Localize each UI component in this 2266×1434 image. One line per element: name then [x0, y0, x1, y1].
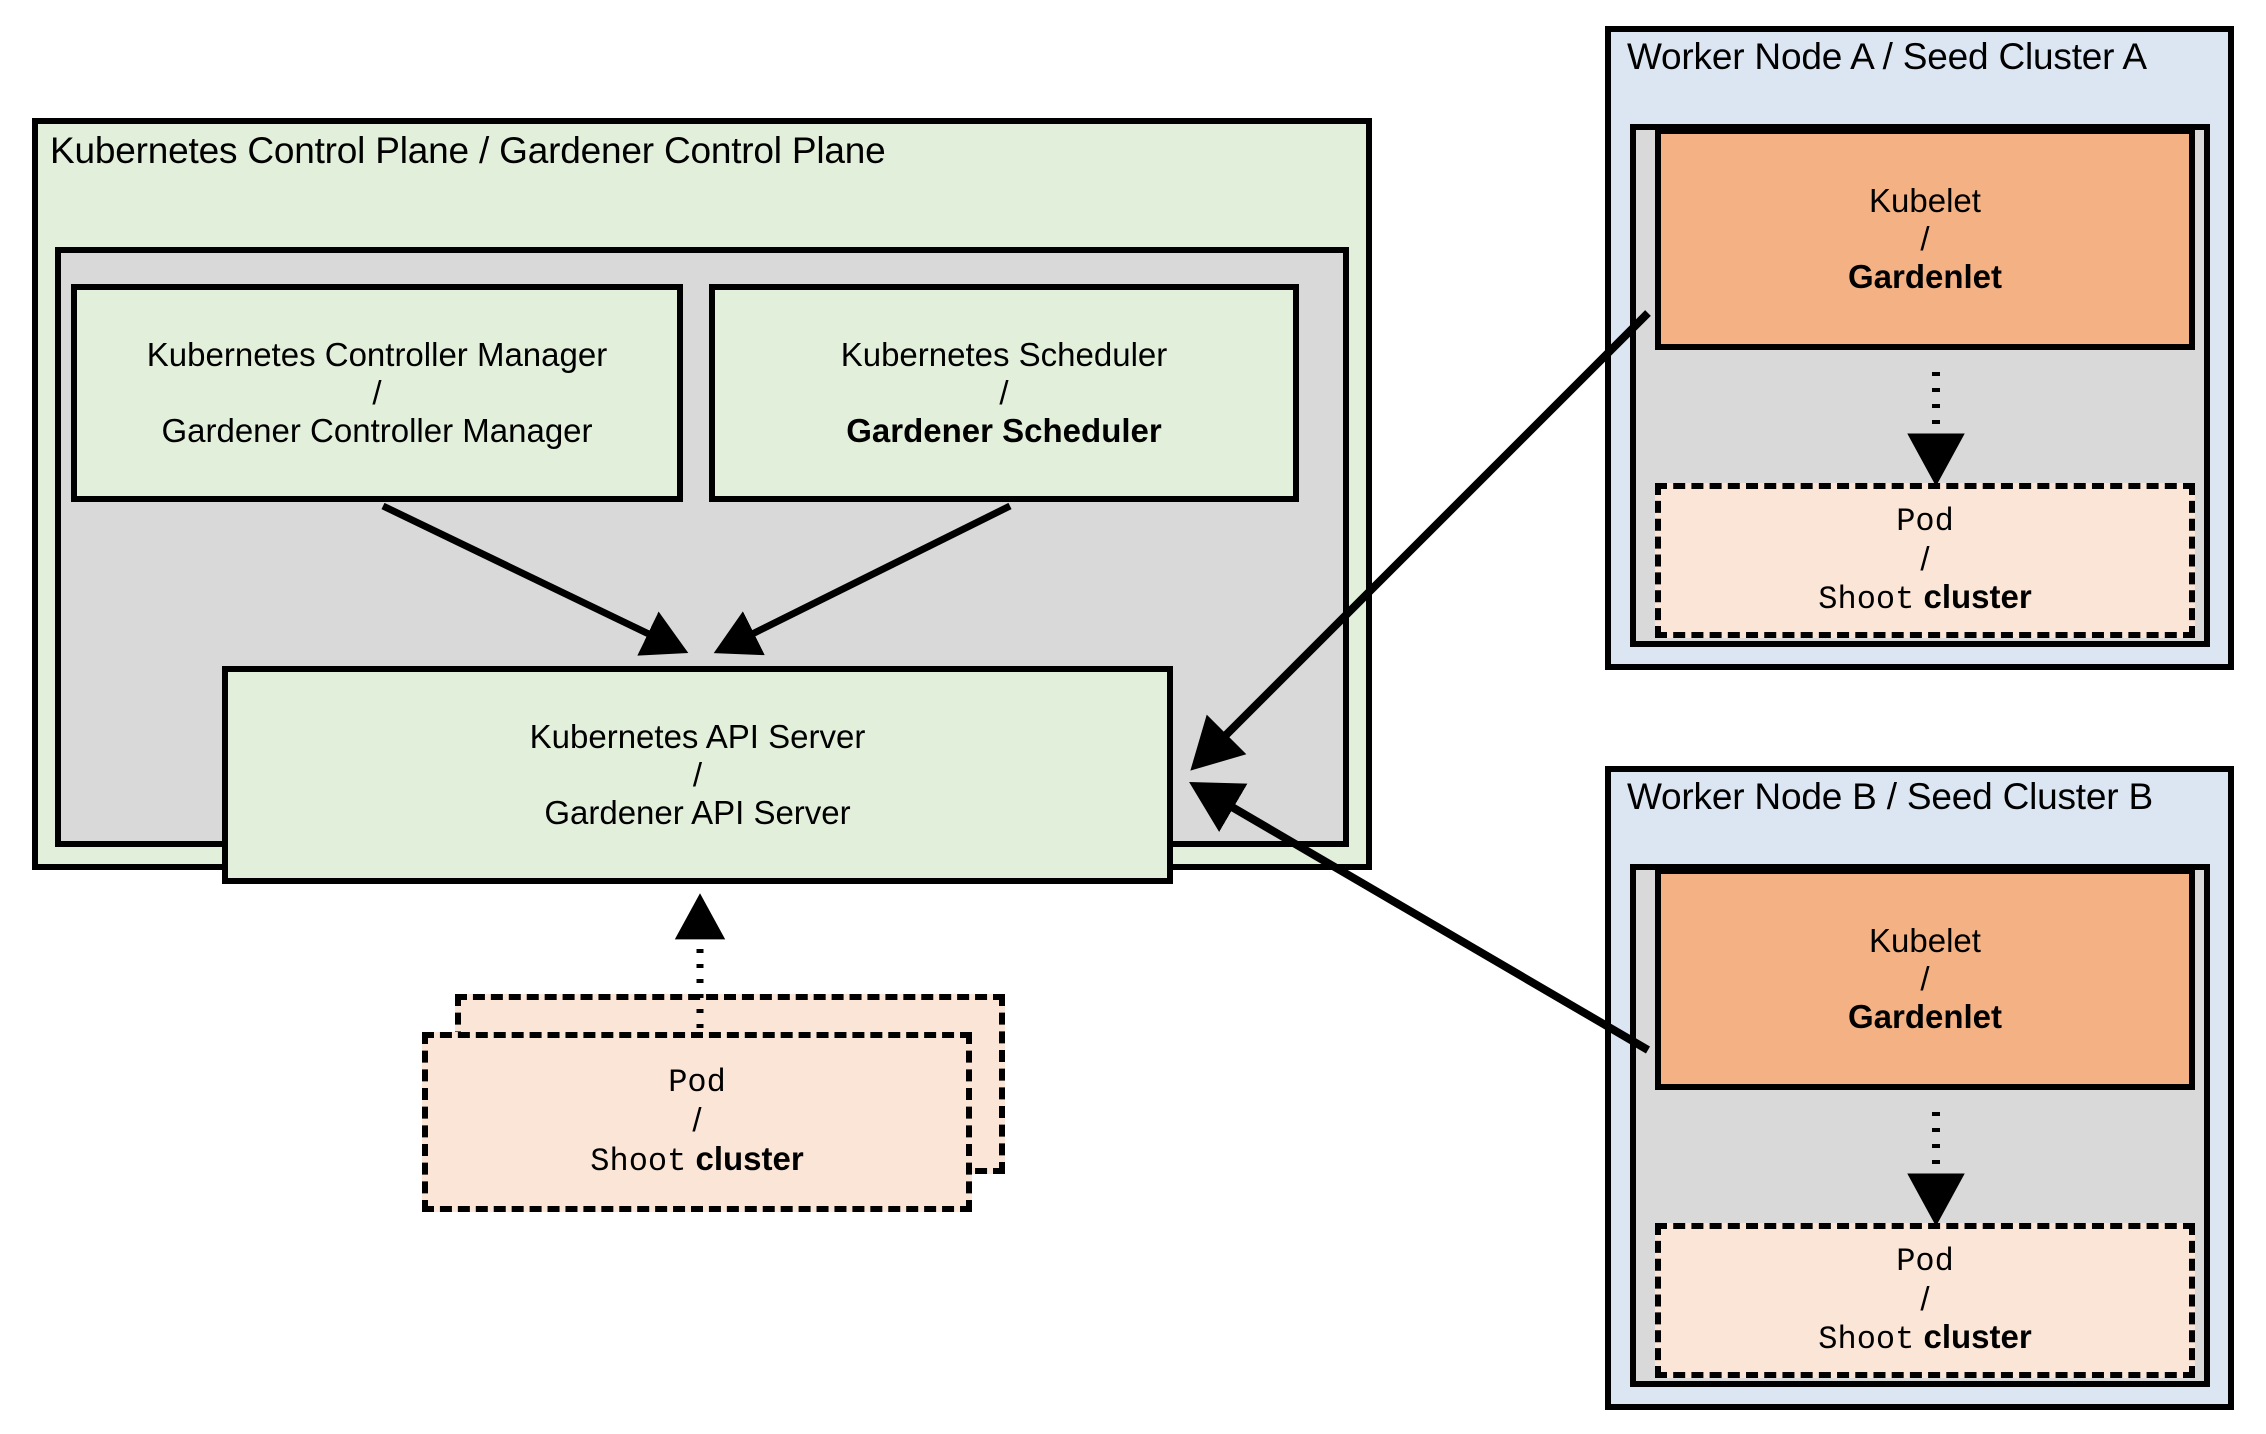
control-plane-title: Kubernetes Control Plane / Gardener Cont…	[50, 130, 886, 171]
seed-a-kubelet-line2: Gardenlet	[1847, 258, 2003, 296]
seed-a-pod-line1: Pod	[1896, 502, 1954, 540]
control-plane-pod-separator: /	[692, 1101, 702, 1139]
seed-a-kubelet-box[interactable]: Kubelet / Gardenlet	[1655, 128, 2195, 350]
control-plane-pod-line2-mono: Shoot	[590, 1142, 687, 1180]
scheduler-separator: /	[999, 373, 1009, 411]
controller-manager-separator: /	[372, 373, 382, 411]
seed-cluster-b-title: Worker Node B / Seed Cluster B	[1627, 776, 2153, 817]
seed-b-pod-line2-mono: Shoot	[1818, 1321, 1915, 1359]
seed-b-pod-line2: Shoot cluster	[1818, 1318, 2031, 1358]
seed-a-pod-line2-mono: Shoot	[1818, 581, 1915, 619]
seed-a-pod-line2: Shoot cluster	[1818, 578, 2031, 618]
seed-a-kubelet-line1: Kubelet	[1869, 181, 1981, 219]
seed-b-kubelet-separator: /	[1920, 959, 1930, 997]
seed-b-kubelet-box[interactable]: Kubelet / Gardenlet	[1655, 868, 2195, 1090]
controller-manager-line2: Gardener Controller Manager	[161, 412, 593, 450]
seed-a-pod-box[interactable]: Pod / Shoot cluster	[1655, 483, 2195, 638]
seed-b-pod-line2-bold: cluster	[1923, 1318, 2032, 1356]
seed-cluster-a-title: Worker Node A / Seed Cluster A	[1627, 36, 2147, 77]
seed-b-pod-line1: Pod	[1896, 1242, 1954, 1280]
kubernetes-controller-manager-box[interactable]: Kubernetes Controller Manager / Gardener…	[71, 284, 683, 502]
seed-b-kubelet-line1: Kubelet	[1869, 921, 1981, 959]
seed-b-pod-box[interactable]: Pod / Shoot cluster	[1655, 1223, 2195, 1378]
control-plane-pod-box[interactable]: Pod / Shoot cluster	[422, 1032, 972, 1212]
kubernetes-scheduler-box[interactable]: Kubernetes Scheduler / Gardener Schedule…	[709, 284, 1299, 502]
controller-manager-line1: Kubernetes Controller Manager	[146, 335, 608, 373]
seed-a-kubelet-separator: /	[1920, 219, 1930, 257]
kubernetes-api-server-box[interactable]: Kubernetes API Server / Gardener API Ser…	[222, 666, 1173, 884]
seed-a-pod-line2-bold: cluster	[1923, 578, 2032, 616]
seed-b-kubelet-line2: Gardenlet	[1847, 998, 2003, 1036]
control-plane-pod-line2-bold: cluster	[695, 1139, 804, 1177]
control-plane-pod-line1: Pod	[668, 1064, 726, 1102]
api-server-line1: Kubernetes API Server	[529, 717, 866, 755]
seed-a-pod-separator: /	[1920, 539, 1930, 577]
scheduler-line1: Kubernetes Scheduler	[840, 335, 1168, 373]
seed-b-pod-separator: /	[1920, 1279, 1930, 1317]
control-plane-pod-line2: Shoot cluster	[590, 1140, 803, 1180]
api-server-separator: /	[692, 755, 703, 793]
api-server-line2: Gardener API Server	[544, 794, 851, 832]
scheduler-line2: Gardener Scheduler	[846, 412, 1162, 450]
